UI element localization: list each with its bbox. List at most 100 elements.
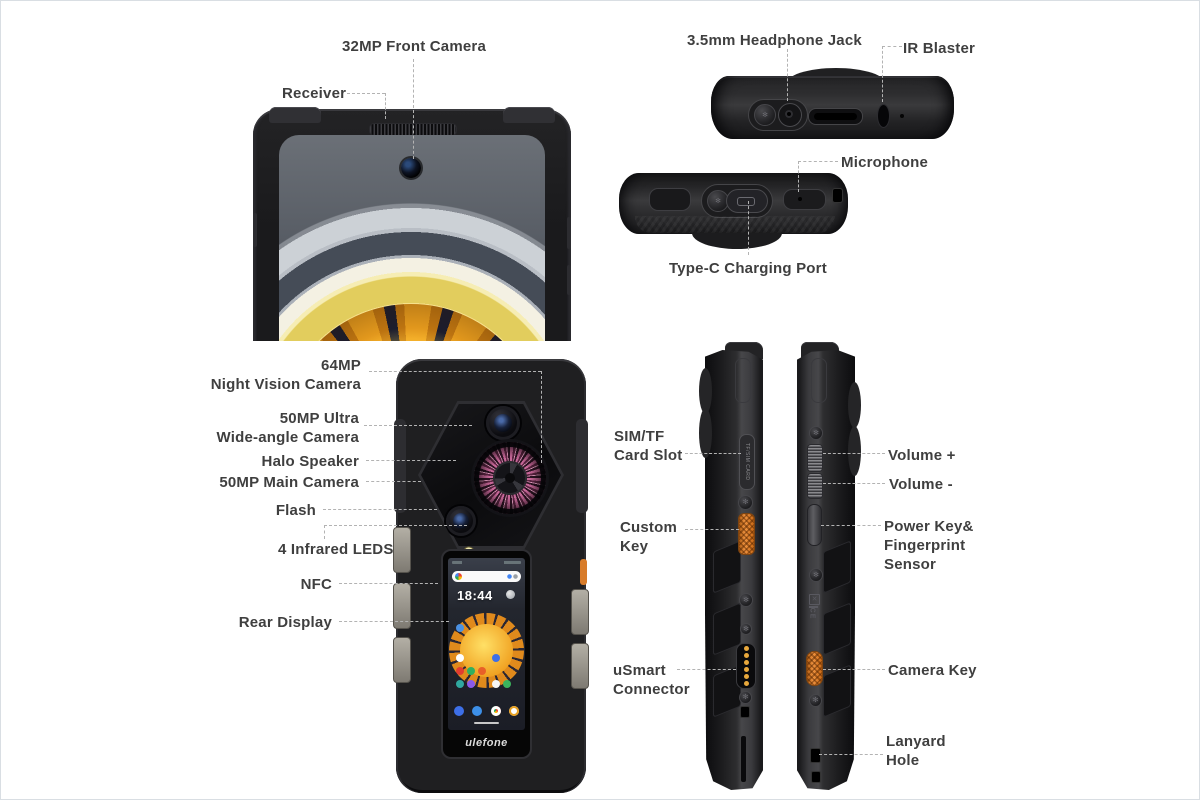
leader-front-camera [413, 59, 414, 159]
power-key-button [807, 504, 822, 546]
headphone-jack-port [778, 103, 802, 127]
regulatory-markings: ✕ CE [807, 594, 821, 630]
leader-sim-slot [685, 453, 741, 454]
volume-up-button [807, 444, 823, 472]
label-main-camera: 50MP Main Camera [219, 474, 359, 491]
night-vision-camera-lens [486, 406, 520, 440]
bottom-panel [649, 188, 691, 211]
bottom-panel [783, 189, 826, 210]
right-side-view: ✕ CE [793, 342, 861, 791]
leader-usmart [677, 669, 736, 670]
torx-screw-icon [739, 593, 753, 607]
leader-power-key [821, 525, 881, 526]
phone-app-icon [454, 706, 464, 716]
pogo-pin [743, 681, 749, 686]
app-icon [478, 667, 486, 675]
label-sim-slot: SIM/TF Card Slot [614, 428, 683, 464]
torx-screw-icon [738, 495, 753, 510]
volume-down-button [807, 473, 823, 499]
label-custom-key: Custom Key [620, 519, 678, 555]
label-receiver: Receiver [282, 85, 347, 102]
google-logo-icon [455, 573, 462, 580]
lanyard-hole [810, 748, 821, 763]
app-icon [456, 667, 464, 675]
label-volume-down: Volume - [889, 476, 953, 493]
grip-facet [571, 643, 589, 689]
grip-chevron [823, 602, 851, 656]
pogo-pin [743, 674, 749, 679]
front-camera-dot [401, 158, 421, 178]
leader-infrared-leds [324, 525, 467, 526]
grip-facet [393, 527, 411, 573]
side-body [705, 350, 763, 790]
leader-nfc [339, 583, 438, 584]
mic-lens-icons [507, 574, 518, 579]
lanyard-hole-slot [833, 189, 842, 202]
port-capsule [701, 184, 773, 218]
side-pad [576, 419, 588, 513]
dock [454, 706, 519, 717]
top-edge-view [711, 59, 956, 149]
front-view [251, 105, 573, 341]
label-wide-angle-camera: 50MP Ultra Wide-angle Camera [216, 410, 359, 446]
back-view: 18:44 [393, 359, 589, 793]
pogo-pin [743, 653, 749, 658]
camera-bump-profile [848, 382, 861, 428]
label-halo-speaker: Halo Speaker [261, 453, 359, 470]
side-button [567, 217, 571, 249]
label-headphone-jack: 3.5mm Headphone Jack [687, 32, 862, 49]
sim-card-slot: TF/SIM CARD [739, 434, 755, 490]
camera-bump-profile [699, 408, 712, 458]
leader-night-vision [369, 371, 541, 372]
app-icon [492, 654, 500, 662]
mic-hole [556, 545, 559, 548]
side-button [253, 213, 257, 247]
corner-bumper [503, 107, 555, 123]
torx-screw-icon [809, 694, 822, 707]
label-type-c: Type-C Charging Port [669, 260, 827, 277]
grip-facet [571, 589, 589, 635]
front-phone-body [253, 107, 571, 341]
app-icon [456, 680, 464, 688]
custom-key-edge [580, 559, 587, 585]
camera-module [418, 401, 564, 549]
leader-lanyard-hole [819, 754, 883, 755]
front-screen [279, 135, 545, 341]
edge-slot [811, 771, 821, 783]
leader-microphone [798, 161, 838, 162]
bottom-seam [741, 736, 746, 782]
grip-facet [393, 583, 411, 629]
leader-volume-up [823, 453, 885, 454]
camera-key-button [806, 651, 823, 686]
leader-rear-display [339, 621, 449, 622]
app-icon [456, 624, 464, 632]
status-bar [452, 561, 521, 564]
side-pad [394, 419, 406, 513]
label-lanyard-hole: Lanyard Hole [886, 733, 946, 769]
search-bar [452, 571, 521, 582]
leader-flash [323, 509, 437, 510]
leader-camera-key [823, 669, 885, 670]
seam-outline [735, 358, 751, 403]
camera-bump-profile [848, 426, 861, 476]
carbon-texture [635, 216, 835, 233]
camera-app-icon [508, 706, 519, 716]
app-icon [503, 680, 511, 688]
leader-main-camera [366, 481, 421, 482]
rear-display: 18:44 [441, 549, 532, 759]
label-flash: Flash [275, 502, 316, 519]
camera-bump-profile [699, 368, 712, 414]
app-icon [467, 667, 475, 675]
clock-widget: 18:44 [457, 588, 493, 603]
label-volume-up: Volume + [888, 447, 956, 464]
leader-microphone [798, 161, 799, 192]
pogo-pin [743, 667, 749, 672]
label-usmart-connector: uSmart Connector [613, 662, 690, 698]
back-phone-body: 18:44 [393, 359, 589, 793]
label-nfc: NFC [300, 576, 332, 593]
app-folder-icon [456, 654, 464, 662]
torx-screw-icon [754, 104, 776, 126]
grip-facet [393, 637, 411, 683]
app-icon [467, 680, 475, 688]
camera-bump-profile [692, 233, 782, 249]
